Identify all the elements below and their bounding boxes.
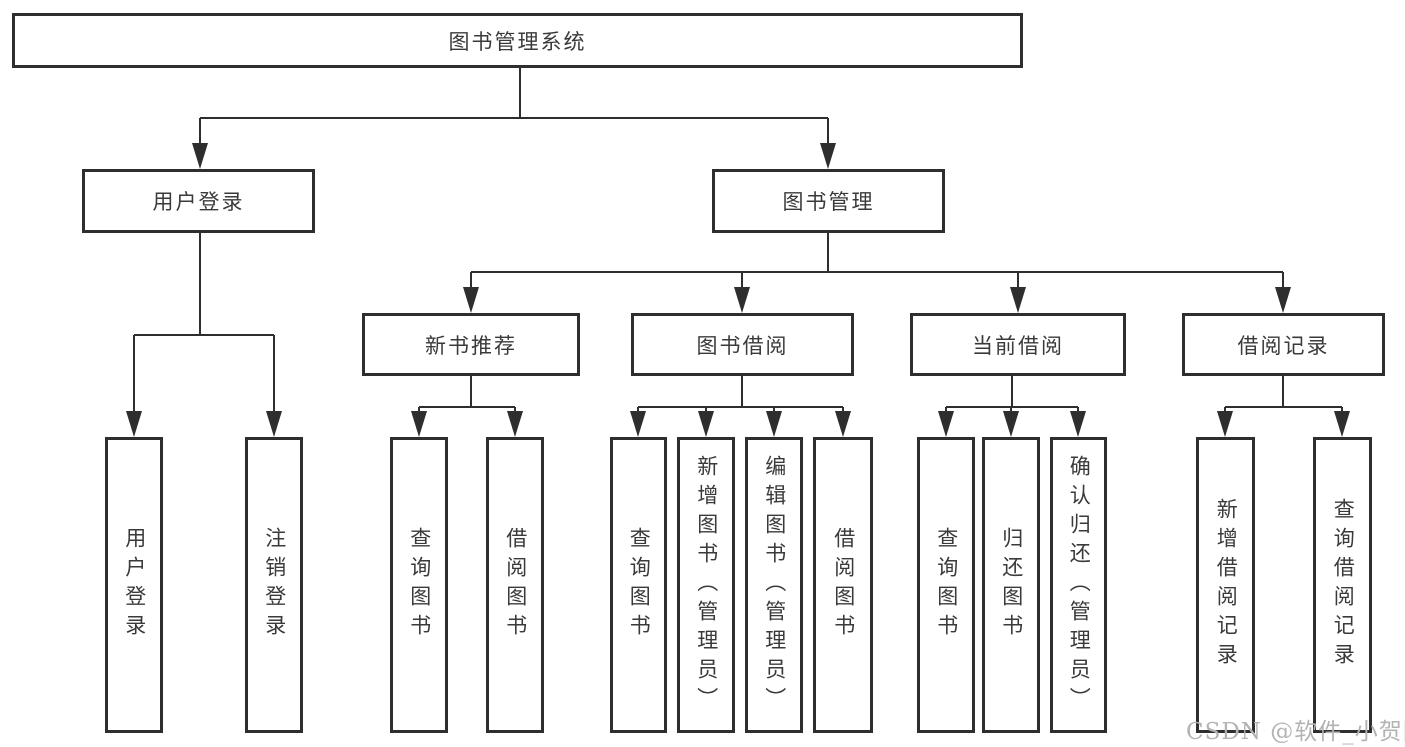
leaf-newbook-query-books: 查询图书 bbox=[390, 437, 448, 733]
node-user-login: 用户登录 bbox=[82, 169, 315, 233]
node-current-borrowing: 当前借阅 bbox=[910, 313, 1126, 376]
node-label: 查询图书 bbox=[627, 527, 652, 643]
connector-book-management-children bbox=[463, 233, 1291, 313]
leaf-record-add-borrow-record: 新增借阅记录 bbox=[1196, 437, 1255, 733]
leaf-borrow-edit-books-admin: 编辑图书（管理员） bbox=[745, 437, 803, 733]
connector-current-borrow-children bbox=[938, 376, 1086, 437]
node-label: 编辑图书（管理员） bbox=[762, 454, 787, 716]
leaf-borrow-borrow-books: 借阅图书 bbox=[813, 437, 873, 733]
node-label: 借阅记录 bbox=[1237, 333, 1330, 358]
node-label: 归还图书 bbox=[999, 527, 1024, 643]
leaf-current-query-books: 查询图书 bbox=[917, 437, 975, 733]
connector-user-login-children bbox=[126, 233, 282, 437]
node-label: 查询借阅记录 bbox=[1331, 498, 1356, 672]
leaf-record-query-borrow-record: 查询借阅记录 bbox=[1313, 437, 1372, 733]
node-label: 借阅图书 bbox=[503, 527, 528, 643]
node-label: 注销登录 bbox=[262, 527, 287, 643]
node-label: 图书管理 bbox=[782, 190, 875, 214]
node-label: 新书推荐 bbox=[425, 333, 517, 358]
node-label: 用户登录 bbox=[152, 190, 245, 214]
leaf-borrow-query-books: 查询图书 bbox=[610, 437, 667, 733]
node-label: 查询图书 bbox=[407, 527, 432, 643]
leaf-current-return-books: 归还图书 bbox=[982, 437, 1040, 733]
node-label: 借阅图书 bbox=[831, 527, 856, 643]
node-book-borrowing: 图书借阅 bbox=[631, 313, 854, 376]
node-book-management: 图书管理 bbox=[712, 169, 945, 233]
node-label: 确认归还（管理员） bbox=[1067, 454, 1092, 716]
leaf-logout: 注销登录 bbox=[245, 437, 303, 733]
node-label: 图书管理系统 bbox=[448, 29, 587, 54]
node-new-book-recommendation: 新书推荐 bbox=[362, 313, 580, 376]
node-borrowing-records: 借阅记录 bbox=[1182, 313, 1385, 376]
connector-borrow-record-children bbox=[1217, 376, 1350, 437]
node-label: 新增借阅记录 bbox=[1214, 498, 1239, 672]
leaf-current-confirm-return-admin: 确认归还（管理员） bbox=[1050, 437, 1107, 733]
node-library-management-system: 图书管理系统 bbox=[12, 13, 1023, 68]
leaf-user-login: 用户登录 bbox=[105, 437, 163, 733]
node-label: 图书借阅 bbox=[696, 333, 789, 358]
node-label: 当前借阅 bbox=[972, 333, 1064, 358]
csdn-watermark: CSDN @软件_小贺同学 bbox=[1186, 719, 1405, 745]
leaf-newbook-borrow-books: 借阅图书 bbox=[486, 437, 544, 733]
node-label: 用户登录 bbox=[122, 527, 147, 643]
leaf-borrow-add-books-admin: 新增图书（管理员） bbox=[677, 437, 735, 733]
node-label: 查询图书 bbox=[934, 527, 959, 643]
connector-book-borrow-children bbox=[630, 376, 851, 437]
node-label: 新增图书（管理员） bbox=[694, 454, 719, 716]
connector-new-book-children bbox=[411, 376, 523, 437]
connector-root-to-level2 bbox=[192, 68, 836, 169]
